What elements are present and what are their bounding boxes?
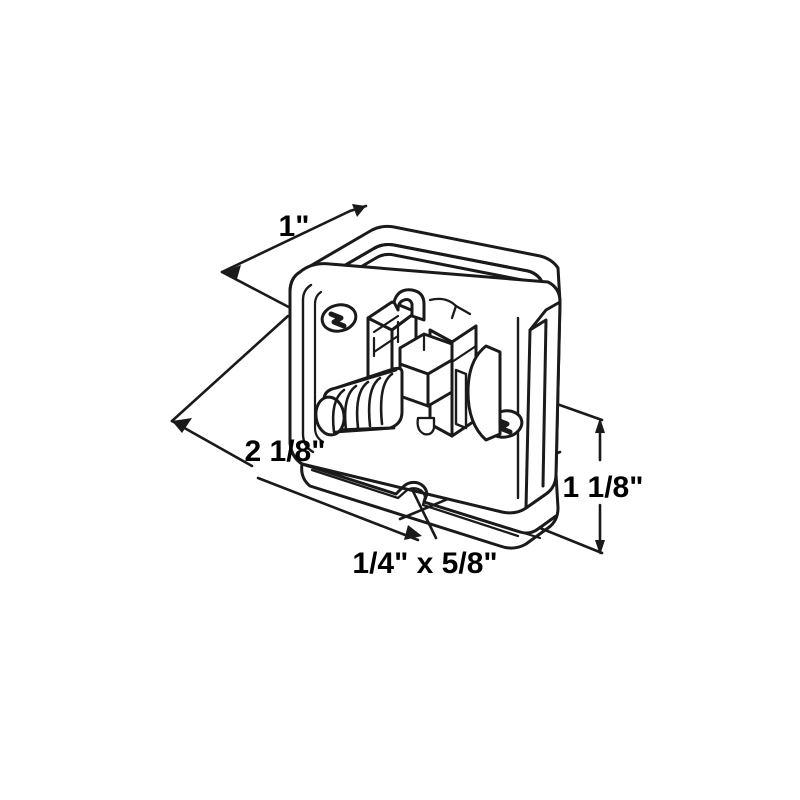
housing-rear-edge-detail xyxy=(428,297,472,320)
housing-bottom-lip xyxy=(300,462,560,550)
dimension-label-height: 1 1/8" xyxy=(563,471,644,504)
dimension-labels-group: 1" 2 1/8" 1 1/8" 1/4" x 5/8" xyxy=(245,210,644,580)
dimension-label-depth: 1" xyxy=(279,210,310,243)
hex-bolt-head xyxy=(398,332,454,408)
dimension-label-bolt: 1/4" x 5/8" xyxy=(352,547,497,580)
dimension-line-height xyxy=(538,396,605,555)
dimension-label-length: 2 1/8" xyxy=(245,435,326,468)
clamp-bracket-assembly xyxy=(288,224,562,550)
oval-mounting-hole-left xyxy=(320,303,358,333)
dimension-line-depth xyxy=(220,204,368,315)
threaded-shaft xyxy=(314,366,404,437)
dimension-line-length xyxy=(170,314,290,468)
housing-left-rim xyxy=(288,270,325,466)
